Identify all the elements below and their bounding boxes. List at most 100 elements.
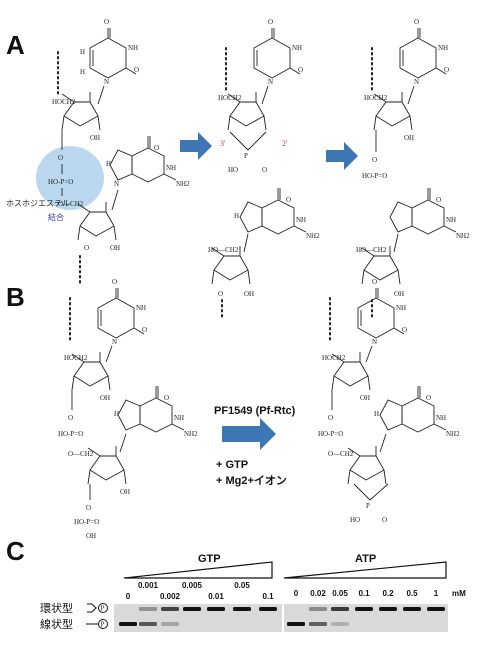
svg-text:O: O	[372, 156, 377, 164]
gtp-bands	[119, 607, 277, 626]
svg-text:N: N	[112, 338, 117, 346]
cofactor-mg: + Mg2+イオン	[216, 474, 287, 487]
svg-text:O: O	[382, 516, 387, 524]
svg-text:HO-P=O: HO-P=O	[74, 518, 99, 526]
svg-text:NH: NH	[438, 44, 448, 52]
svg-text:O: O	[268, 18, 273, 26]
gtp-conc-label: 0.002	[160, 592, 181, 601]
svg-text:N: N	[414, 78, 419, 86]
linear-label: 線状型	[40, 617, 73, 631]
reaction-arrow-b	[222, 418, 276, 450]
svg-text:NH2: NH2	[456, 232, 470, 240]
cyclic-band	[259, 607, 277, 611]
svg-text:O: O	[328, 414, 333, 422]
cyclic-band	[403, 607, 421, 611]
svg-text:HO-P=O: HO-P=O	[58, 430, 83, 438]
cyclic-band	[331, 607, 349, 611]
gtp-conc-label: 0.001	[138, 581, 159, 590]
svg-text:HO-P=O: HO-P=O	[318, 430, 343, 438]
svg-text:HOCH2: HOCH2	[322, 354, 346, 362]
svg-text:HO—CH2: HO—CH2	[356, 246, 387, 254]
svg-text:OH: OH	[110, 244, 120, 252]
cyclic-band	[355, 607, 373, 611]
svg-text:NH2: NH2	[184, 430, 198, 438]
svg-text:HO: HO	[350, 516, 360, 524]
svg-text:O: O	[426, 394, 431, 402]
svg-text:H: H	[374, 410, 379, 418]
svg-text:O: O	[286, 196, 291, 204]
cofactor-gtp: + GTP	[216, 459, 248, 471]
cyclic-band	[309, 607, 327, 611]
svg-text:O: O	[262, 166, 267, 174]
cyclic-phosphate-icon	[98, 603, 108, 613]
panel-b-molecule-1: O NH O N HOCH2 OH O HO-P=O O—CH2 O NH NH…	[58, 278, 198, 540]
panel-c-letter: C	[6, 536, 25, 566]
atp-title: ATP	[355, 553, 376, 565]
atp-conc-label: 0.02	[310, 589, 326, 598]
svg-text:NH: NH	[436, 414, 446, 422]
svg-text:NH: NH	[292, 44, 302, 52]
panel-a-molecule-2: O NH O N HOCH2 3' 2' P HO O O NH NH2 H H…	[208, 18, 320, 319]
svg-text:O: O	[68, 414, 73, 422]
cyclic-band	[207, 607, 225, 611]
cyclic-band	[139, 607, 157, 611]
svg-text:NH: NH	[446, 216, 456, 224]
linear-band	[161, 622, 179, 626]
svg-text:NH: NH	[128, 44, 138, 52]
svg-text:N: N	[372, 338, 377, 346]
svg-text:OH: OH	[90, 134, 100, 142]
svg-text:H: H	[114, 410, 119, 418]
atp-conc-label: 0.1	[358, 589, 370, 598]
enzyme-label: PF1549 (Pf-Rtc)	[214, 405, 296, 417]
svg-text:N: N	[268, 78, 273, 86]
atp-conc-label: 0.05	[332, 589, 348, 598]
svg-text:O—CH2: O—CH2	[58, 200, 84, 208]
svg-text:N: N	[104, 78, 109, 86]
gtp-conc-label: 0.005	[182, 581, 203, 590]
svg-text:O: O	[58, 154, 63, 162]
svg-text:HOCH2: HOCH2	[364, 94, 388, 102]
svg-text:HO: HO	[228, 166, 238, 174]
cyclic-band	[183, 607, 201, 611]
linear-band	[331, 622, 349, 626]
svg-text:O: O	[444, 66, 449, 74]
gtp-title: GTP	[198, 553, 221, 565]
atp-conc-label: 0.2	[382, 589, 394, 598]
svg-text:HO-P=O: HO-P=O	[362, 172, 387, 180]
svg-text:OH: OH	[100, 394, 110, 402]
gtp-wedge	[123, 561, 273, 579]
atp-bands	[287, 607, 445, 626]
svg-text:O—CH2: O—CH2	[68, 450, 94, 458]
cyclic-band	[427, 607, 445, 611]
svg-text:OH: OH	[244, 290, 254, 298]
svg-text:HOCH2: HOCH2	[64, 354, 88, 362]
phosphodiester-label-line1: ホスホジエステル	[6, 199, 70, 208]
svg-text:O: O	[402, 326, 407, 334]
svg-text:OH: OH	[86, 532, 96, 540]
svg-text:H: H	[106, 160, 111, 168]
svg-text:NH: NH	[136, 304, 146, 312]
linear-band	[287, 622, 305, 626]
svg-text:H: H	[234, 212, 239, 220]
svg-text:O: O	[142, 326, 147, 334]
svg-text:P: P	[101, 621, 105, 629]
svg-text:NH2: NH2	[176, 180, 190, 188]
svg-text:O: O	[414, 18, 419, 26]
svg-text:O: O	[298, 66, 303, 74]
gtp-conc-label: 0.1	[262, 592, 274, 601]
svg-text:O: O	[86, 504, 91, 512]
phosphodiester-label-line2: 結合	[48, 212, 64, 222]
svg-text:P: P	[244, 152, 248, 160]
svg-text:P: P	[366, 502, 370, 510]
panel-a-molecule-3: O NH O N HOCH2 OH O HO-P=O O NH NH2 HO—C…	[356, 18, 470, 319]
cyclic-link-icon	[87, 603, 97, 613]
linear-band	[119, 622, 137, 626]
svg-text:N: N	[114, 180, 119, 188]
panel-a-letter: A	[6, 30, 25, 60]
cyclic-label: 環状型	[40, 601, 73, 615]
svg-text:HOCH2: HOCH2	[52, 98, 76, 106]
svg-text:NH: NH	[296, 216, 306, 224]
atp-conc-label: 0	[294, 589, 299, 598]
